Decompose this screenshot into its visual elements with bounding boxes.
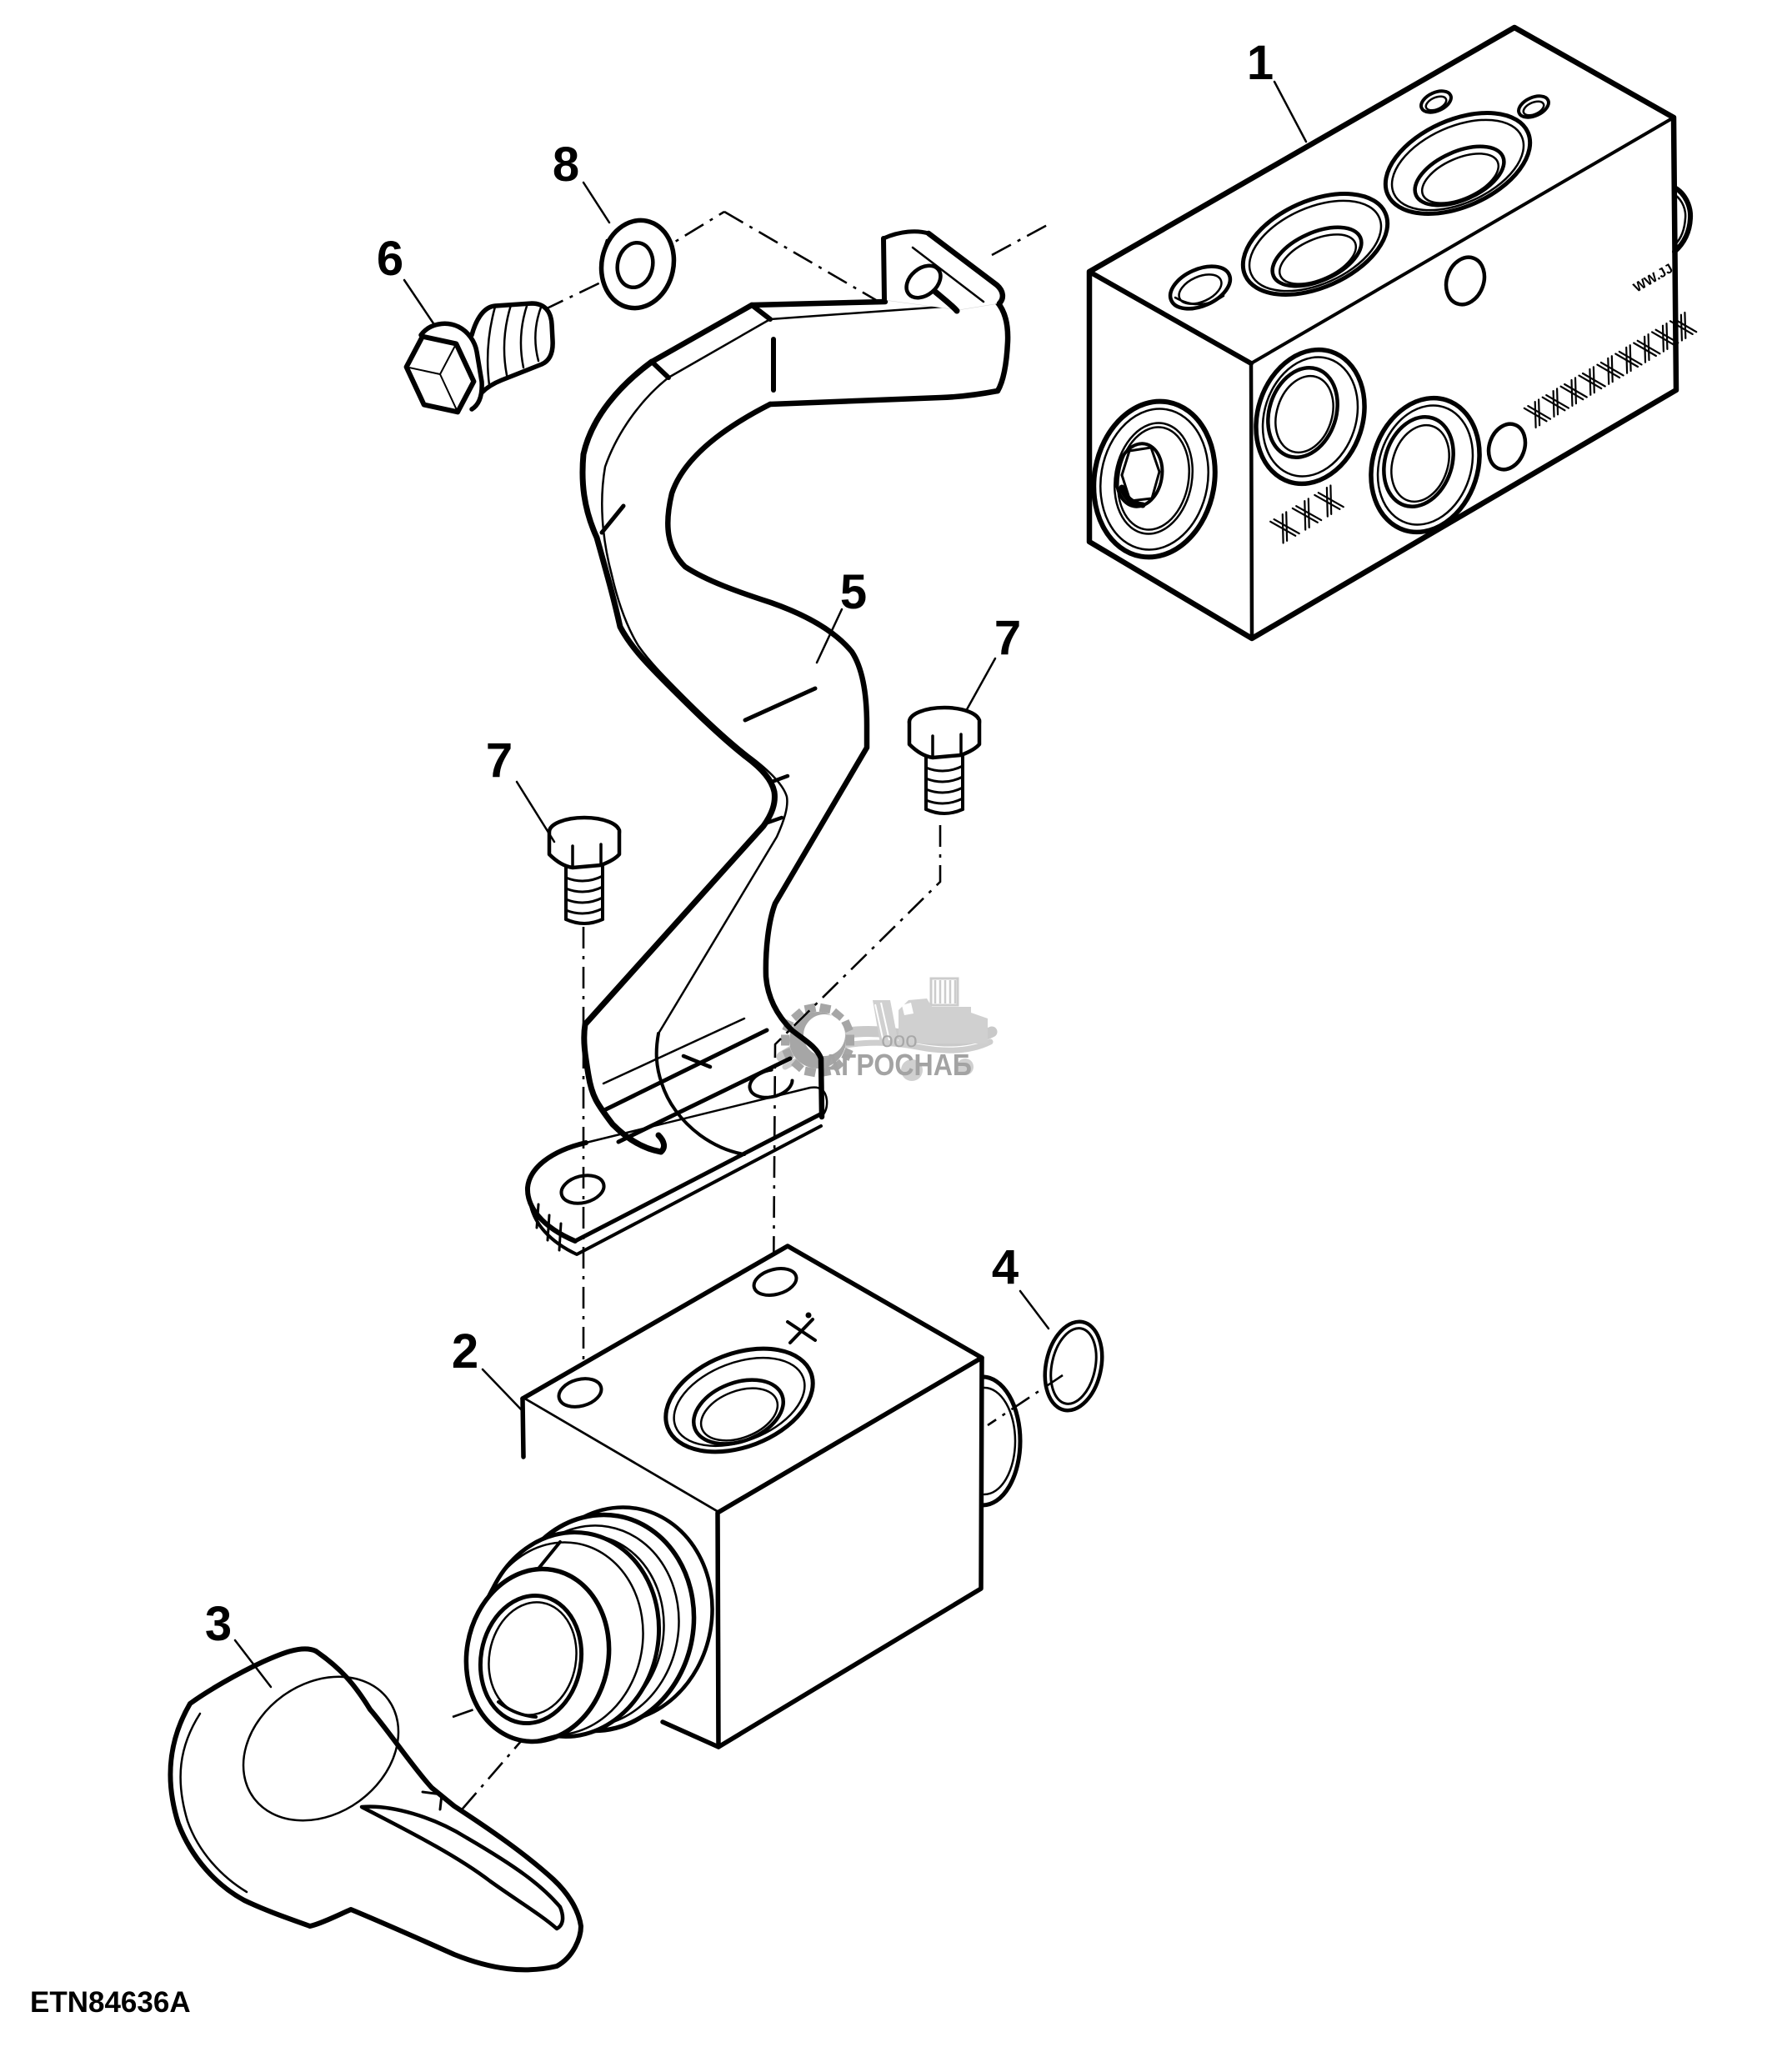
svg-text:7: 7	[994, 611, 1021, 665]
svg-text:1: 1	[1247, 36, 1274, 90]
svg-text:5: 5	[840, 565, 867, 619]
svg-text:ETN84636A: ETN84636A	[30, 1986, 191, 2019]
svg-text:ооо: ооо	[881, 1027, 917, 1052]
svg-text:3: 3	[205, 1597, 232, 1651]
svg-text:АГРОСНАБ: АГРОСНАБ	[822, 1048, 972, 1082]
svg-text:7: 7	[486, 733, 513, 788]
svg-text:8: 8	[553, 138, 579, 192]
svg-text:4: 4	[992, 1240, 1019, 1294]
svg-text:6: 6	[377, 232, 403, 286]
svg-text:2: 2	[452, 1324, 478, 1379]
